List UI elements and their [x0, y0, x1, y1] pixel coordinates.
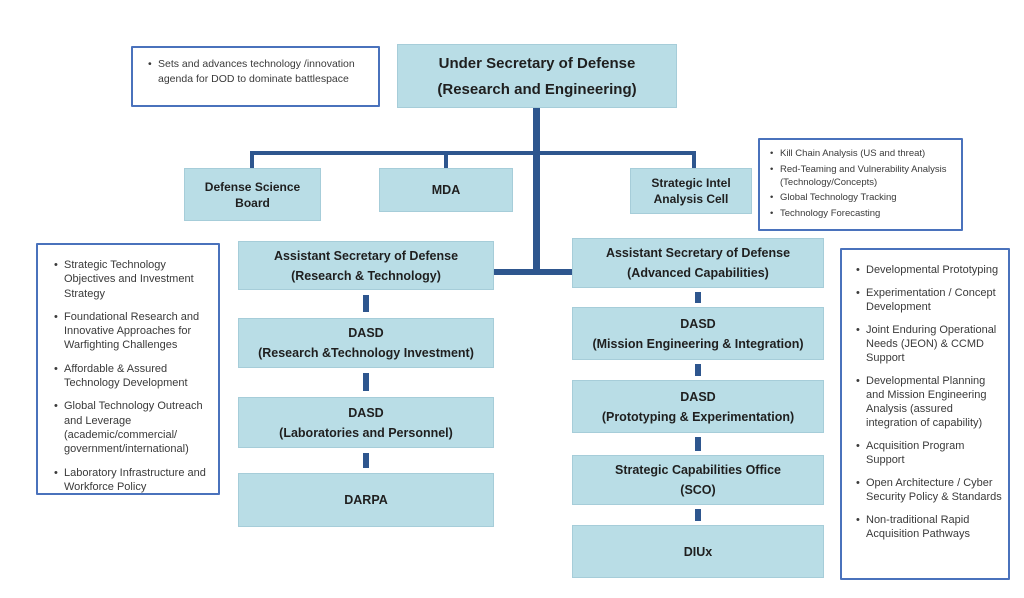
callout-intel-cell-functions: Kill Chain Analysis (US and threat) Red-…	[758, 138, 963, 231]
org-box-dasd-rt-investment: DASD (Research &Technology Investment)	[238, 318, 494, 368]
org-box-dasd-prototyping-experimentation: DASD (Prototyping & Experimentation)	[572, 380, 824, 433]
org-box-subtitle: (Research and Engineering)	[437, 80, 637, 98]
org-box-subtitle: (Advanced Capabilities)	[627, 266, 769, 280]
org-box-title: DARPA	[344, 493, 388, 507]
callout-ac-functions: Developmental Prototyping Experimentatio…	[840, 248, 1010, 580]
org-box-under-secretary-defense-re: Under Secretary of Defense (Research and…	[397, 44, 677, 108]
org-box-title: DASD	[348, 326, 384, 340]
org-box-diux: DIUx	[572, 525, 824, 578]
org-box-title: DIUx	[683, 544, 713, 559]
callout-bullet: Acquisition Program Support	[855, 440, 1002, 468]
callout-bullet-list: Kill Chain Analysis (US and threat) Red-…	[769, 148, 955, 221]
connector-right-stub-2	[695, 364, 701, 376]
connector-right-stub-4	[695, 509, 701, 521]
org-box-subtitle: (Mission Engineering & Integration)	[592, 336, 804, 351]
connector-stub-dsb	[250, 151, 254, 168]
connector-trunk	[533, 108, 540, 274]
org-box-mda: MDA	[379, 168, 513, 212]
callout-bullet: Global Technology Outreach and Leverage …	[53, 399, 210, 456]
callout-rt-functions: Strategic Technology Objectives and Inve…	[36, 243, 220, 495]
callout-bullet-list: Sets and advances technology /innovation…	[147, 57, 370, 87]
callout-bullet-list: Strategic Technology Objectives and Inve…	[53, 258, 210, 494]
org-box-subtitle: Analysis Cell	[653, 192, 729, 206]
org-box-darpa: DARPA	[238, 473, 494, 527]
org-box-title: DASD	[680, 389, 716, 404]
callout-bullet: Non-traditional Rapid Acquisition Pathwa…	[855, 514, 1002, 542]
org-box-asd-advanced-capabilities: Assistant Secretary of Defense (Advanced…	[572, 238, 824, 288]
callout-bullet-list: Developmental Prototyping Experimentatio…	[855, 264, 1002, 542]
org-box-strategic-capabilities-office: Strategic Capabilities Office (SCO)	[572, 455, 824, 505]
connector-row2-horizontal	[250, 151, 696, 155]
org-box-title: Strategic Intel	[651, 176, 731, 190]
connector-left-stub-2	[363, 373, 369, 391]
connector-right-stub-1	[695, 292, 701, 303]
org-box-subtitle: (Research & Technology)	[291, 268, 441, 283]
callout-bullet: Technology Forecasting	[769, 208, 955, 221]
org-box-subtitle: (Prototyping & Experimentation)	[601, 409, 795, 424]
callout-bullet: Experimentation / Concept Development	[855, 287, 1002, 315]
callout-bullet: Strategic Technology Objectives and Inve…	[53, 258, 210, 301]
callout-bullet: Developmental Planning and Mission Engin…	[855, 375, 1002, 431]
callout-bullet: Open Architecture / Cyber Security Polic…	[855, 477, 1002, 505]
org-box-title: Assistant Secretary of Defense	[605, 246, 791, 260]
org-box-title: MDA	[431, 183, 461, 197]
org-box-subtitle: (SCO)	[680, 483, 716, 497]
callout-bullet: Joint Enduring Operational Needs (JEON) …	[855, 324, 1002, 366]
org-box-title: Defense Science	[204, 179, 301, 194]
org-box-title: DASD	[680, 316, 716, 331]
org-box-subtitle: (Laboratories and Personnel)	[279, 425, 453, 440]
org-box-strategic-intel-analysis-cell: Strategic Intel Analysis Cell	[630, 168, 752, 214]
org-box-dasd-labs-personnel: DASD (Laboratories and Personnel)	[238, 397, 494, 448]
org-box-title: Assistant Secretary of Defense	[273, 248, 459, 263]
callout-bullet: Kill Chain Analysis (US and threat)	[769, 148, 955, 161]
connector-stub-siac	[692, 151, 696, 170]
org-box-asd-research-technology: Assistant Secretary of Defense (Research…	[238, 241, 494, 290]
connector-left-stub-1	[363, 295, 369, 312]
callout-usd-mission-note: Sets and advances technology /innovation…	[131, 46, 380, 107]
callout-bullet: Global Technology Tracking	[769, 192, 955, 205]
org-box-defense-science-board: Defense Science Board	[184, 168, 321, 221]
callout-bullet: Developmental Prototyping	[855, 264, 1002, 278]
callout-bullet: Laboratory Infrastructure and Workforce …	[53, 466, 210, 495]
connector-asd-tbar	[494, 269, 572, 275]
connector-left-stub-3	[363, 453, 369, 468]
org-box-subtitle: Board	[235, 195, 270, 210]
callout-bullet: Red-Teaming and Vulnerability Analysis (…	[769, 164, 955, 190]
org-box-title: Under Secretary of Defense	[438, 54, 636, 72]
org-box-title: Strategic Capabilities Office	[614, 463, 782, 477]
callout-bullet: Affordable & Assured Technology Developm…	[53, 362, 210, 391]
callout-bullet: Sets and advances technology /innovation…	[147, 57, 370, 87]
connector-stub-mda	[444, 151, 448, 168]
callout-bullet: Foundational Research and Innovative App…	[53, 310, 210, 353]
org-box-title: DASD	[348, 405, 384, 420]
connector-right-stub-3	[695, 437, 701, 451]
org-box-dasd-mission-engineering: DASD (Mission Engineering & Integration)	[572, 307, 824, 360]
org-box-subtitle: (Research &Technology Investment)	[258, 346, 474, 360]
